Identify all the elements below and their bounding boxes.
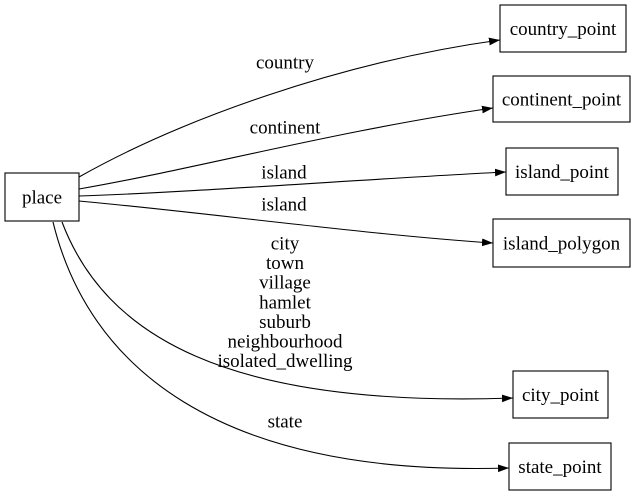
node-label-island_point: island_point	[515, 162, 610, 183]
node-box-state_point	[508, 442, 612, 491]
node-label-place: place	[22, 188, 62, 209]
node-label-state_point: state_point	[518, 457, 602, 478]
node-label-island_polygon: island_polygon	[503, 234, 621, 255]
node-box-island_point	[505, 147, 619, 196]
edge-label-place-island_polygon: island	[261, 195, 307, 216]
node-city_point: city_point	[512, 370, 609, 419]
node-label-country_point: country_point	[510, 19, 617, 40]
edge-label-place-island_point: island	[261, 163, 307, 184]
edge-place-country_point	[78, 37, 501, 178]
edge-place-state_point	[52, 221, 510, 473]
node-box-city_point	[512, 370, 609, 419]
node-island_polygon: island_polygon	[492, 218, 631, 268]
edge-label-place-city_point-line-3: hamlet	[259, 292, 311, 313]
edge-place-city_point	[61, 221, 514, 403]
node-box-place	[4, 172, 80, 222]
node-label-continent_point: continent_point	[502, 90, 622, 111]
edge-label-place-city_point-line-1: town	[266, 253, 305, 274]
node-box-country_point	[499, 4, 627, 53]
edge-label-place-city_point-line-6: isolated_dwelling	[217, 351, 353, 372]
node-continent_point: continent_point	[492, 75, 631, 123]
edge-place-island_polygon	[78, 200, 494, 247]
node-island_point: island_point	[505, 147, 619, 196]
edge-label-place-city_point-line-5: neighbourhood	[227, 332, 343, 353]
edge-label-place-country_point: country	[256, 53, 315, 74]
edge-label-place-city_point-line-2: village	[259, 273, 311, 294]
edge-label-place-city_point-line-0: city	[271, 234, 300, 255]
node-label-city_point: city_point	[522, 385, 600, 406]
node-place: place	[4, 172, 80, 222]
edge-place-island_point	[78, 168, 507, 197]
node-country_point: country_point	[499, 4, 627, 53]
edge-label-place-city_point-line-4: suburb	[259, 312, 311, 333]
node-box-island_polygon	[492, 218, 631, 268]
node-state_point: state_point	[508, 442, 612, 491]
edge-place-continent_point	[78, 105, 494, 190]
edge-label-place-continent_point: continent	[250, 118, 321, 139]
node-box-continent_point	[492, 75, 631, 123]
edge-label-place-state_point: state	[268, 412, 303, 433]
